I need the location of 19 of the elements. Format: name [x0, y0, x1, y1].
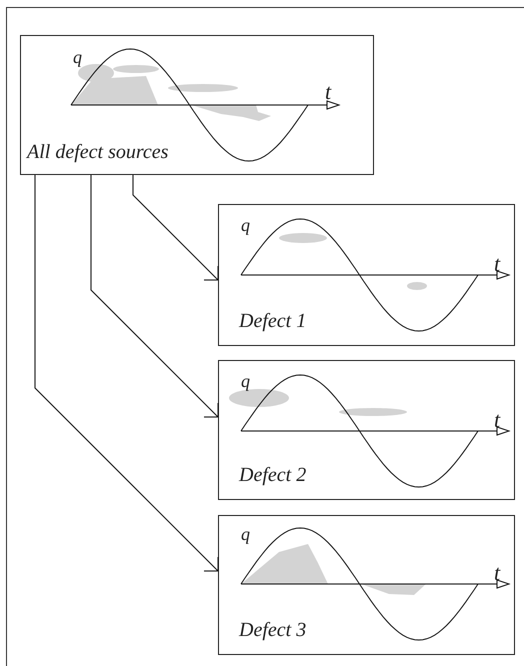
axis-label: q [241, 216, 250, 234]
arrow [132, 174, 218, 280]
plot-panel [20, 35, 374, 175]
axis-label: t [494, 253, 500, 275]
axis-label: t [325, 81, 332, 103]
panel-caption: Defect 3 [239, 618, 306, 642]
axis-label: q [73, 48, 82, 66]
panel-caption: Defect 1 [239, 309, 306, 333]
plot-panel [218, 515, 515, 655]
axis-label: t [494, 409, 500, 431]
arrow [90, 174, 218, 418]
axis-label: q [241, 372, 250, 390]
arrow [34, 174, 218, 572]
panel-caption: Defect 2 [239, 463, 306, 487]
axis-label: t [494, 562, 500, 584]
axis-label: q [241, 525, 250, 543]
plot-panel [218, 360, 515, 500]
plot-panel [218, 204, 515, 346]
panel-caption: All defect sources [27, 140, 168, 164]
